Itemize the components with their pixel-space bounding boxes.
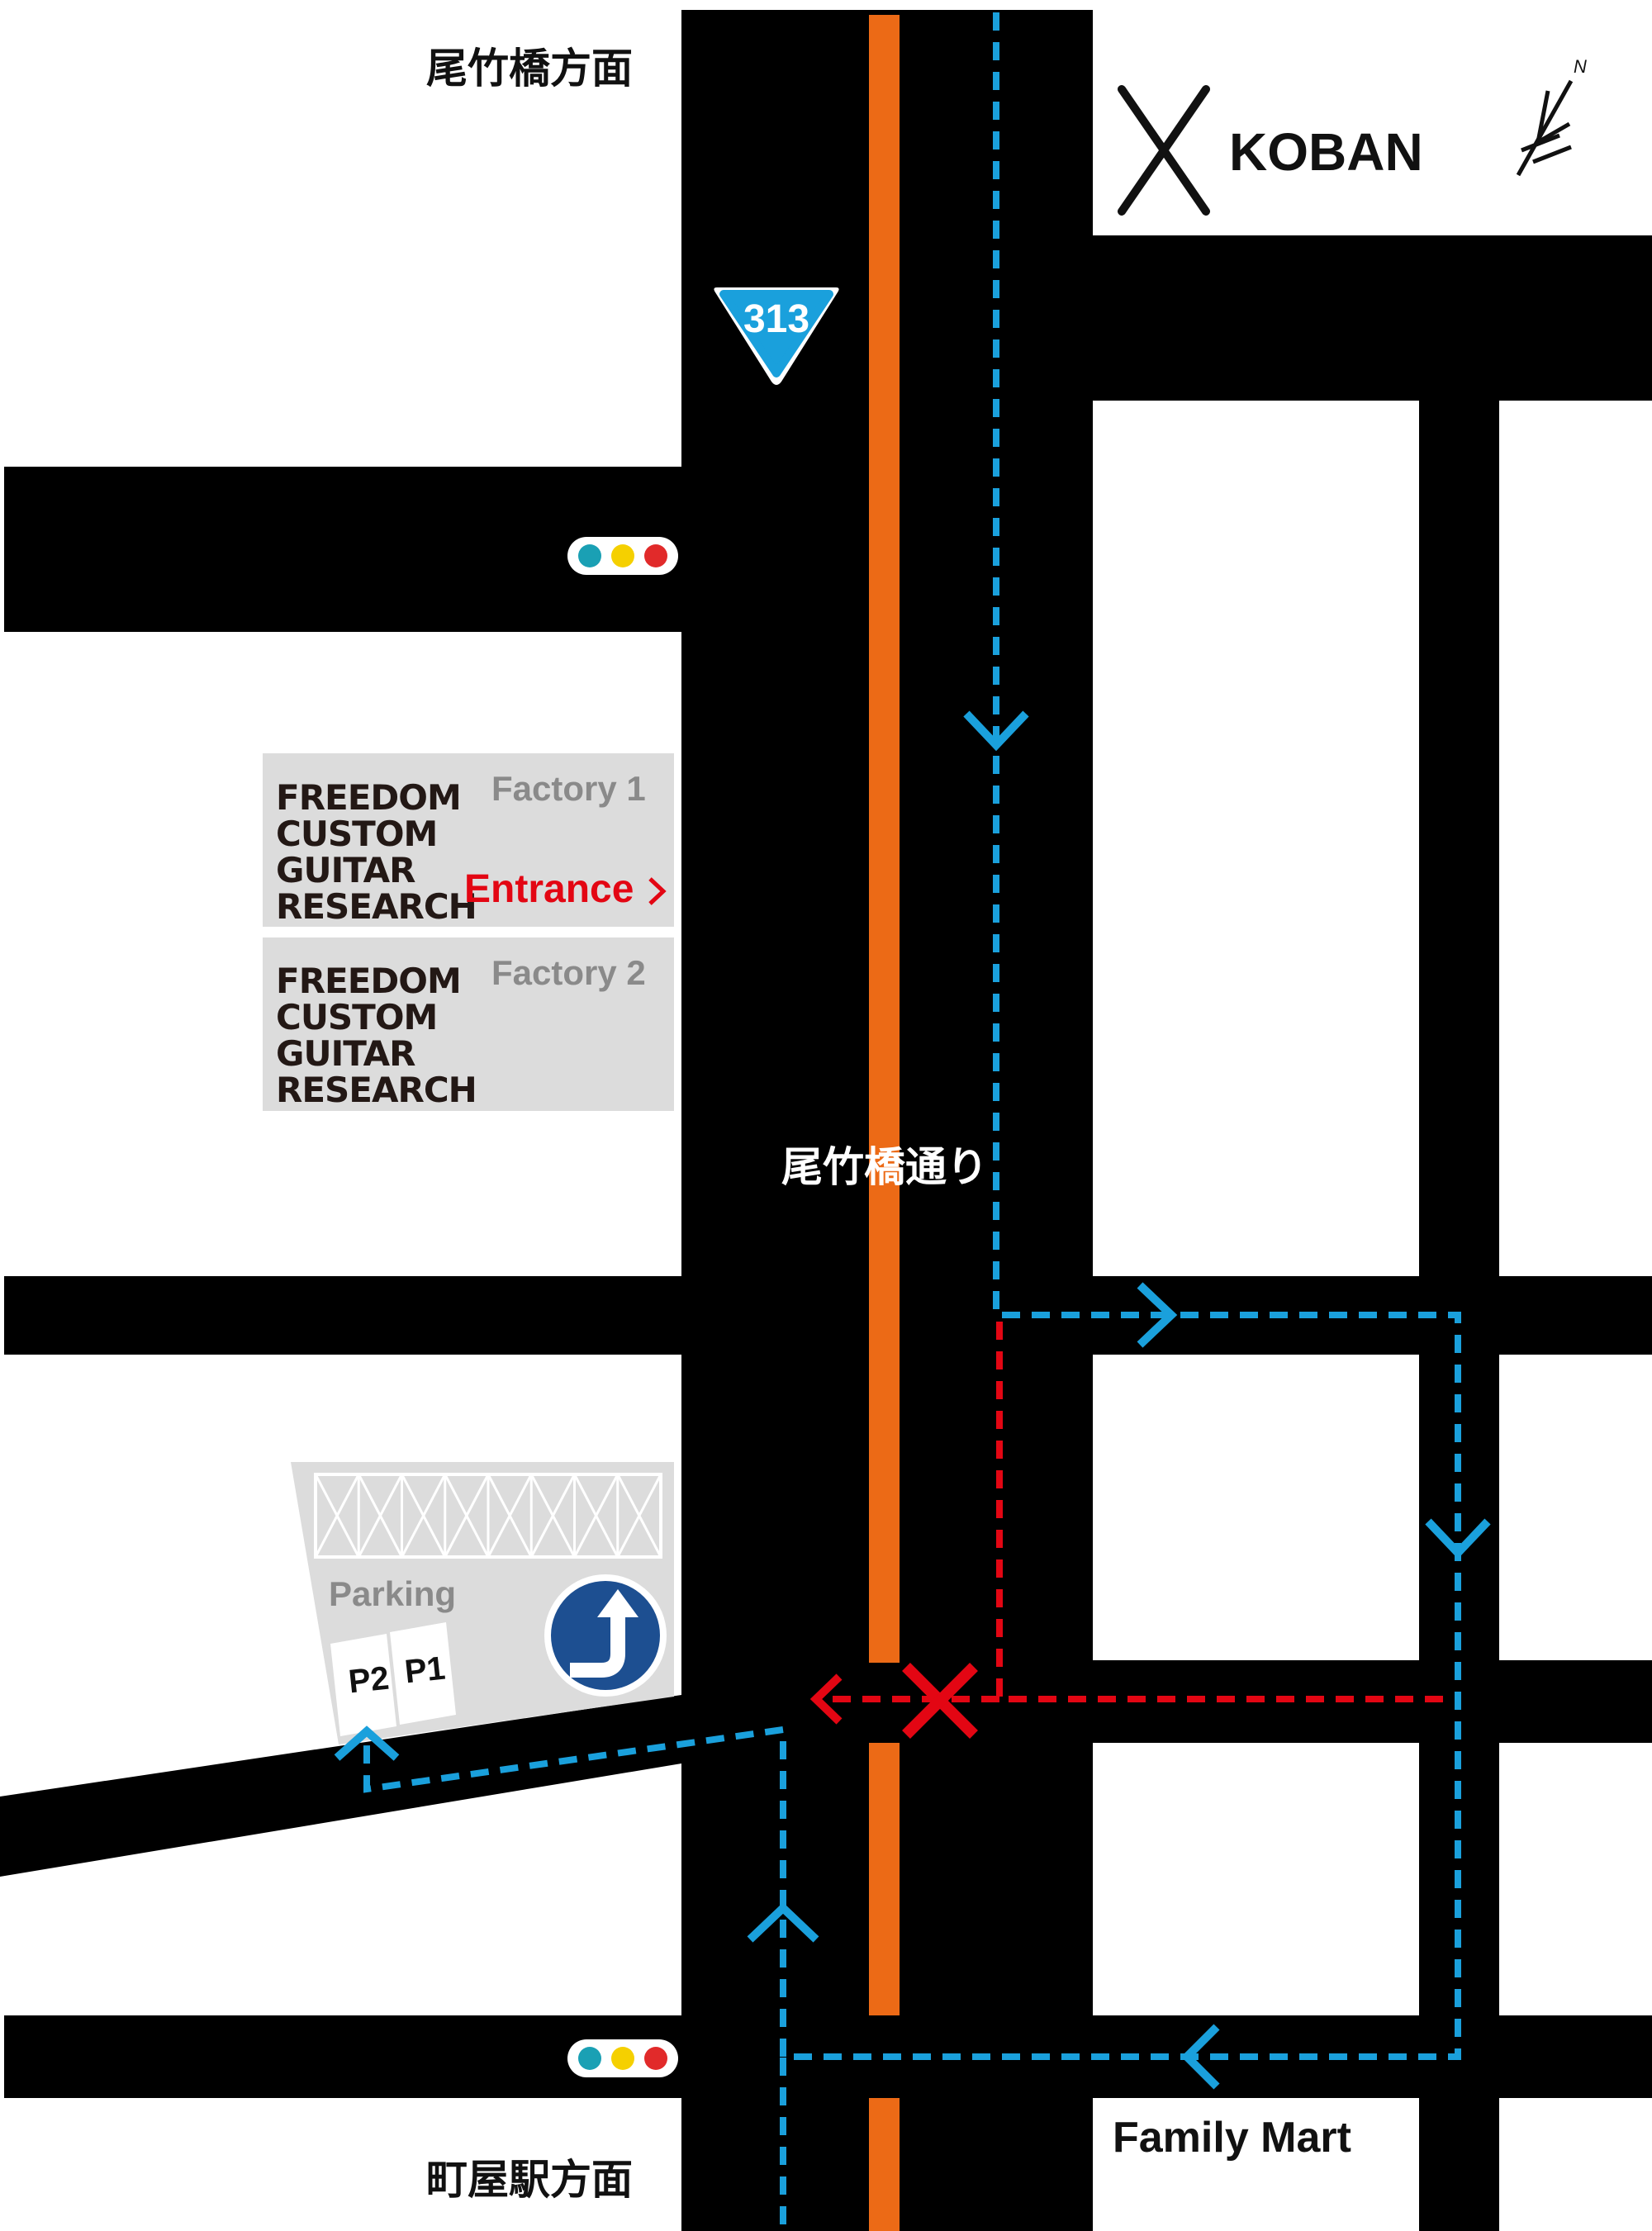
factory-2-block: [263, 937, 674, 1111]
arrow-down-icon: [963, 710, 1029, 752]
roads: [0, 10, 1652, 2231]
route-number: 313: [743, 297, 809, 341]
koban-label: KOBAN: [1229, 122, 1423, 182]
keep-left-turn-sign: [544, 1574, 667, 1697]
main-street-name: 尾竹橋通り: [781, 1143, 988, 1191]
no-entry-cross-icon: [902, 1663, 978, 1739]
arrow-left-icon: [809, 1673, 843, 1725]
north-direction-label: 尾竹橋方面: [426, 45, 633, 93]
koban-cross-icon: [1118, 85, 1210, 216]
factory-1-label: Factory 1: [491, 769, 646, 808]
factory-1-logo: FREEDOM CUSTOM GUITAR RESEARCH: [276, 777, 477, 927]
north-label: N: [1574, 56, 1587, 77]
arrow-left-icon: [1180, 2024, 1220, 2090]
north-compass-icon: N: [1516, 56, 1587, 177]
factory-2-logo: FREEDOM CUSTOM GUITAR RESEARCH: [276, 961, 477, 1110]
traffic-light-upper: [567, 537, 678, 575]
parking-label: Parking: [329, 1574, 457, 1613]
arrow-down-icon: [1425, 1518, 1491, 1559]
arrow-up-icon: [747, 1902, 819, 1943]
family-mart-label: Family Mart: [1113, 2114, 1351, 2162]
south-direction-label: 町屋駅方面: [426, 2156, 633, 2204]
route-313-sign: 313: [714, 287, 839, 385]
factory-1-entrance[interactable]: Entrance: [464, 867, 634, 911]
road-diagonal: [0, 1695, 681, 1877]
prohibited-route: [809, 1322, 1444, 1739]
arrow-up-icon: [334, 1725, 400, 1761]
road-left-top: [4, 467, 681, 632]
parking-stall-p1: P1: [402, 1650, 448, 1691]
factory-2-label: Factory 2: [491, 953, 646, 992]
factory-1-block: [263, 753, 674, 927]
center-line: [869, 15, 900, 2231]
road-top-right: [1093, 235, 1652, 401]
arrow-right-icon: [1137, 1282, 1178, 1348]
traffic-light-lower: [567, 2039, 678, 2077]
entrance-arrow-icon: [648, 877, 667, 905]
parking-stall-p2: P2: [346, 1659, 392, 1701]
road-middle: [4, 1276, 1652, 1355]
recommended-route: [334, 12, 1491, 2231]
